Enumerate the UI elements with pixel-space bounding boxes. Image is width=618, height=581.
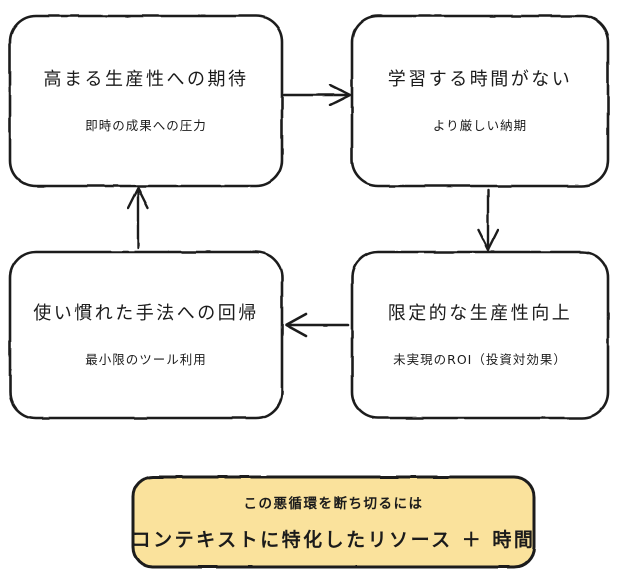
arrow-expectation-to-notime xyxy=(282,83,352,107)
node-regression[interactable]: 使い慣れた手法への回帰 最小限のツール利用 xyxy=(10,252,282,418)
node-regression-subtitle: 最小限のツール利用 xyxy=(85,352,207,368)
arrow-notime-to-limited xyxy=(476,188,500,252)
node-expectation[interactable]: 高まる生産性への期待 即時の成果への圧力 xyxy=(10,16,282,186)
arrow-regression-to-expectation xyxy=(126,186,150,250)
arrow-limited-to-regression xyxy=(284,312,350,338)
node-notime-subtitle: より厳しい納期 xyxy=(432,118,528,134)
callout-solution[interactable]: この悪循環を断ち切るには コンテキストに特化したリソース ＋ 時間 xyxy=(131,477,536,567)
callout-heading: この悪循環を断ち切るには xyxy=(243,496,424,512)
node-regression-title: 使い慣れた手法への回帰 xyxy=(33,302,259,324)
callout-statement: コンテキストに特化したリソース ＋ 時間 xyxy=(131,529,536,551)
node-expectation-subtitle: 即時の成果への圧力 xyxy=(85,118,207,134)
node-notime-title: 学習する時間がない xyxy=(387,68,573,90)
node-limited-title: 限定的な生産性向上 xyxy=(387,302,573,324)
node-notime[interactable]: 学習する時間がない より厳しい納期 xyxy=(352,16,608,186)
node-limited[interactable]: 限定的な生産性向上 未実現のROI（投資対効果） xyxy=(352,252,608,418)
node-expectation-title: 高まる生産性への期待 xyxy=(43,68,249,90)
node-limited-subtitle: 未実現のROI（投資対効果） xyxy=(393,352,567,368)
